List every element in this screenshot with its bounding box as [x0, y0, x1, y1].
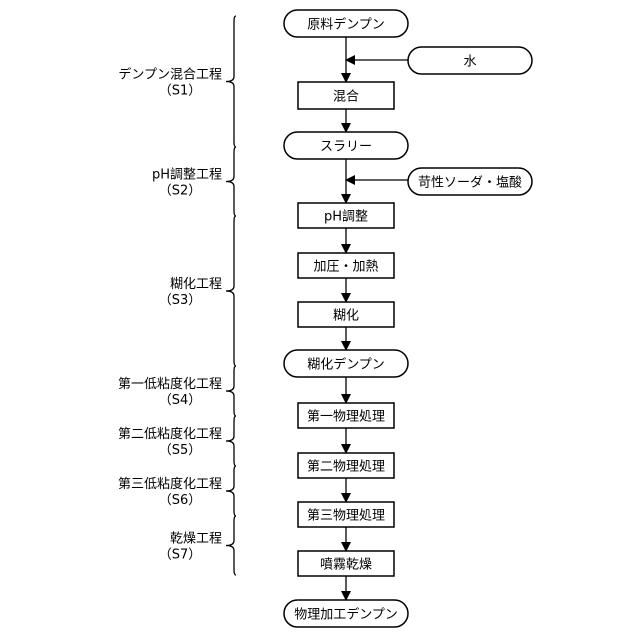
stage-code: （S3） — [159, 293, 202, 308]
flow-node-n12: 物理加工デンプン — [284, 600, 408, 627]
stage-brace-s6 — [226, 466, 236, 516]
stage-brace-s2 — [226, 147, 236, 216]
node-label: 第二物理処理 — [307, 460, 385, 475]
stage-code: （S2） — [159, 184, 202, 199]
flow-node-n9: 第二物理処理 — [298, 453, 394, 478]
stage-name: デンプン混合工程 — [118, 67, 222, 83]
input-node-in2: 苛性ソーダ・塩酸 — [408, 168, 532, 195]
flow-node-n10: 第三物理処理 — [298, 502, 394, 527]
stage-code: （S5） — [159, 443, 202, 458]
stage-label-s5: 第二低粘度化工程（S5） — [118, 426, 222, 458]
stage-name: 第一低粘度化工程 — [118, 376, 222, 392]
stage-labels: デンプン混合工程（S1）pH調整工程（S2）糊化工程（S3）第一低粘度化工程（S… — [118, 67, 222, 563]
stage-name: 第二低粘度化工程 — [118, 426, 222, 442]
stage-brace-s1 — [226, 16, 236, 147]
node-label: 第一物理処理 — [307, 410, 385, 425]
flow-node-n7: 糊化デンプン — [284, 350, 408, 377]
node-label: スラリー — [320, 140, 372, 155]
flow-node-n1: 原料デンプン — [284, 10, 408, 37]
stage-label-s6: 第三低粘度化工程（S6） — [118, 476, 222, 508]
node-label: 原料デンプン — [307, 17, 385, 33]
stage-brace-s5 — [226, 416, 236, 466]
stage-braces — [226, 16, 236, 575]
stage-code: （S6） — [159, 493, 202, 508]
node-label: 第三物理処理 — [307, 509, 385, 524]
node-label: 物理加工デンプン — [294, 607, 398, 623]
stage-label-s1: デンプン混合工程（S1） — [118, 67, 222, 99]
flow-node-n11: 噴霧乾燥 — [298, 551, 394, 576]
flow-node-n3: スラリー — [284, 132, 408, 159]
stage-name: pH調整工程 — [152, 168, 222, 183]
flow-node-n6: 糊化 — [298, 302, 394, 327]
input-node-in1: 水 — [408, 47, 532, 74]
input-nodes: 水苛性ソーダ・塩酸 — [408, 47, 532, 195]
stage-label-s4: 第一低粘度化工程（S4） — [118, 376, 222, 408]
node-label: 混合 — [333, 90, 359, 105]
stage-label-s7: 乾燥工程（S7） — [159, 532, 222, 563]
stage-code: （S7） — [159, 548, 202, 563]
flow-node-n5: 加圧・加熱 — [298, 253, 394, 278]
flow-node-n8: 第一物理処理 — [298, 403, 394, 428]
node-label: 糊化デンプン — [307, 357, 385, 373]
node-label: pH調整 — [324, 210, 368, 225]
flow-node-n2: 混合 — [298, 82, 394, 109]
stage-name: 乾燥工程 — [170, 532, 222, 547]
stage-code: （S4） — [159, 393, 202, 408]
stage-brace-s7 — [226, 516, 236, 575]
stage-name: 第三低粘度化工程 — [118, 476, 222, 492]
node-label: 加圧・加熱 — [313, 260, 378, 275]
node-label: 糊化 — [333, 308, 359, 324]
input-label: 苛性ソーダ・塩酸 — [418, 176, 522, 191]
stage-label-s2: pH調整工程（S2） — [152, 168, 222, 199]
stage-brace-s4 — [226, 366, 236, 416]
stage-label-s3: 糊化工程（S3） — [159, 276, 222, 308]
stage-code: （S1） — [159, 84, 202, 99]
node-label: 噴霧乾燥 — [320, 558, 372, 573]
stage-brace-s3 — [226, 216, 236, 366]
flow-node-n4: pH調整 — [298, 203, 394, 228]
input-label: 水 — [463, 55, 476, 70]
stage-name: 糊化工程 — [170, 276, 222, 292]
